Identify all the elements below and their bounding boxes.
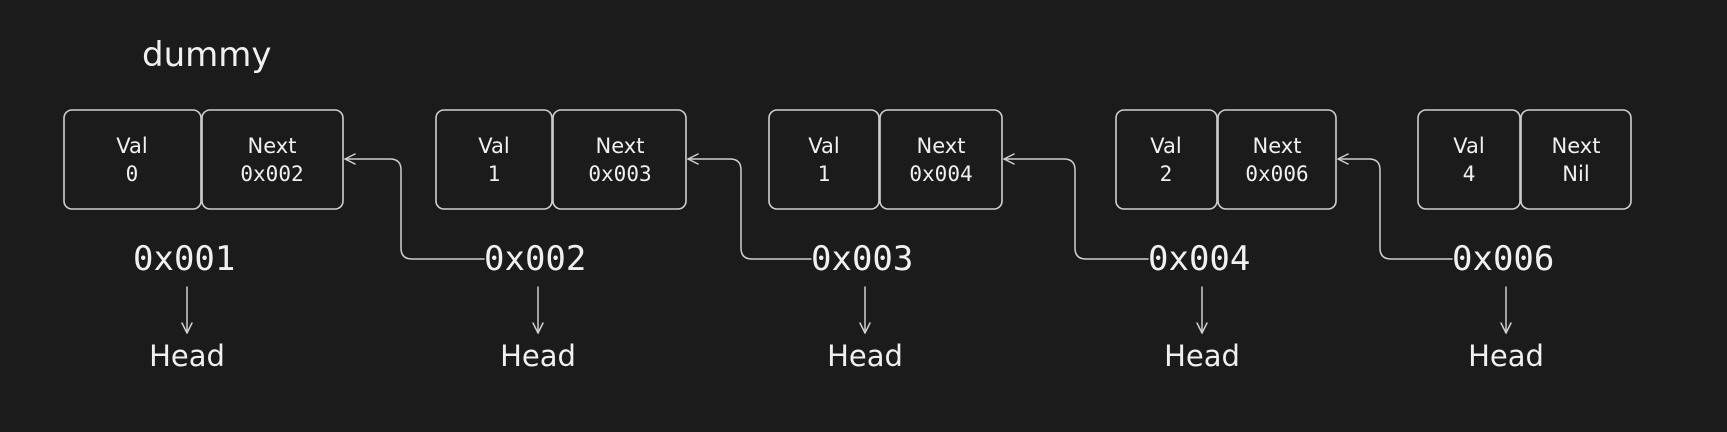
node-0-val: 0 <box>126 162 139 186</box>
node-4-val-cell <box>1417 109 1521 210</box>
node-1-val-label: Val <box>478 134 509 158</box>
node-0-val-label: Val <box>116 134 147 158</box>
node-2-next-label: Next <box>917 134 966 158</box>
node-2-head-label: Head <box>827 339 903 373</box>
node-1-val: 1 <box>488 162 501 186</box>
node-1-head-label: Head <box>500 339 576 373</box>
node-2-val-cell <box>768 109 880 210</box>
list-node-3: Val 2 Next 0x006 0x004 Head <box>1115 109 1337 373</box>
node-1-next-cell <box>552 109 687 210</box>
node-3-next-cell <box>1217 109 1337 210</box>
node-3-val-cell <box>1115 109 1218 210</box>
node-4-address: 0x006 <box>1452 239 1554 279</box>
node-4-head-label: Head <box>1468 339 1544 373</box>
list-node-2: Val 1 Next 0x004 0x003 Head <box>768 109 1003 373</box>
link-arrow-0x006 <box>1337 153 1453 260</box>
link-arrow-0x003 <box>687 153 812 260</box>
node-4-next: Nil <box>1562 162 1589 186</box>
node-2-val-label: Val <box>808 134 839 158</box>
link-arrow-0x002 <box>344 153 485 260</box>
node-2-val: 1 <box>818 162 831 186</box>
node-3-val-label: Val <box>1150 134 1181 158</box>
node-3-next-label: Next <box>1253 134 1302 158</box>
node-1-next-label: Next <box>596 134 645 158</box>
node-1-address: 0x002 <box>484 239 586 279</box>
node-0-val-cell <box>63 109 202 210</box>
node-3-head-label: Head <box>1164 339 1240 373</box>
list-node-0: Val 0 Next 0x002 0x001 Head <box>63 109 344 373</box>
node-0-next-cell <box>201 109 344 210</box>
node-0-next-label: Next <box>248 134 297 158</box>
list-node-1: Val 1 Next 0x003 0x002 Head <box>435 109 687 373</box>
node-3-next: 0x006 <box>1245 162 1308 186</box>
node-4-val-label: Val <box>1453 134 1484 158</box>
node-2-next-cell <box>879 109 1003 210</box>
node-1-next: 0x003 <box>588 162 651 186</box>
node-1-val-cell <box>435 109 553 210</box>
node-2-address: 0x003 <box>811 239 913 279</box>
node-3-address: 0x004 <box>1148 239 1250 279</box>
link-arrow-0x004 <box>1003 153 1149 260</box>
node-0-address: 0x001 <box>133 239 235 279</box>
node-4-val: 4 <box>1463 162 1476 186</box>
node-2-next: 0x004 <box>909 162 972 186</box>
node-4-next-label: Next <box>1552 134 1601 158</box>
dummy-label: dummy <box>142 35 272 75</box>
list-node-4: Val 4 Next Nil 0x006 Head <box>1417 109 1632 373</box>
node-3-val: 2 <box>1160 162 1173 186</box>
node-4-next-cell <box>1520 109 1632 210</box>
node-0-head-label: Head <box>149 339 225 373</box>
node-0-next: 0x002 <box>240 162 303 186</box>
